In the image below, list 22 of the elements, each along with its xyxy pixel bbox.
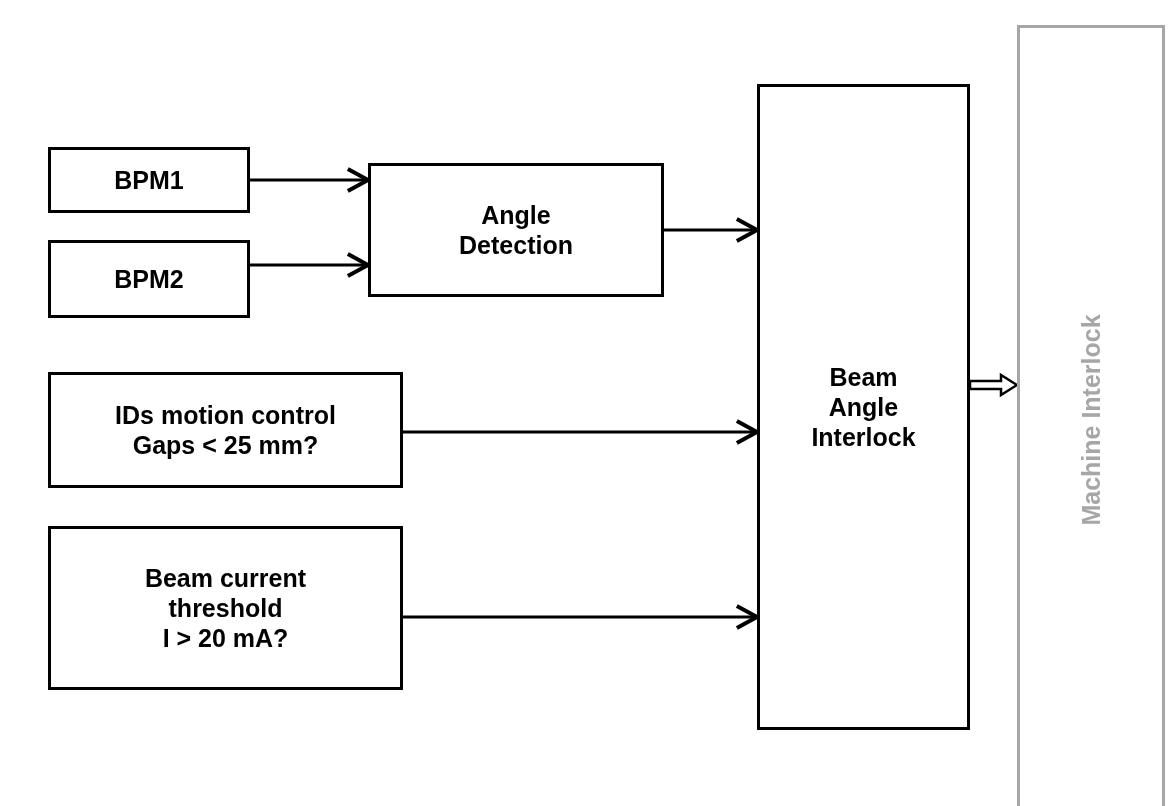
box-label: Beam current threshold — [143, 563, 308, 623]
box-label: Gaps < 25 mm? — [132, 430, 319, 460]
box-label: Machine Interlock — [1076, 314, 1106, 526]
arrow — [250, 167, 370, 193]
process-box — [368, 163, 664, 297]
process-box — [48, 240, 250, 318]
process-box — [757, 84, 970, 730]
process-box — [48, 147, 250, 213]
arrow — [403, 419, 759, 445]
box-label: BPM2 — [114, 264, 184, 294]
box-label: I > 20 mA? — [162, 623, 289, 653]
arrow — [250, 252, 370, 278]
box-label: Beam Angle Interlock — [810, 362, 917, 452]
process-box — [48, 372, 403, 488]
box-label: BPM1 — [114, 165, 184, 195]
block-arrow — [968, 372, 1020, 398]
arrow — [664, 217, 759, 243]
box-label: IDs motion control — [115, 400, 336, 430]
box-label: Angle Detection — [458, 200, 574, 260]
arrow — [403, 604, 759, 630]
process-box — [48, 526, 403, 690]
output-panel — [1017, 25, 1165, 806]
